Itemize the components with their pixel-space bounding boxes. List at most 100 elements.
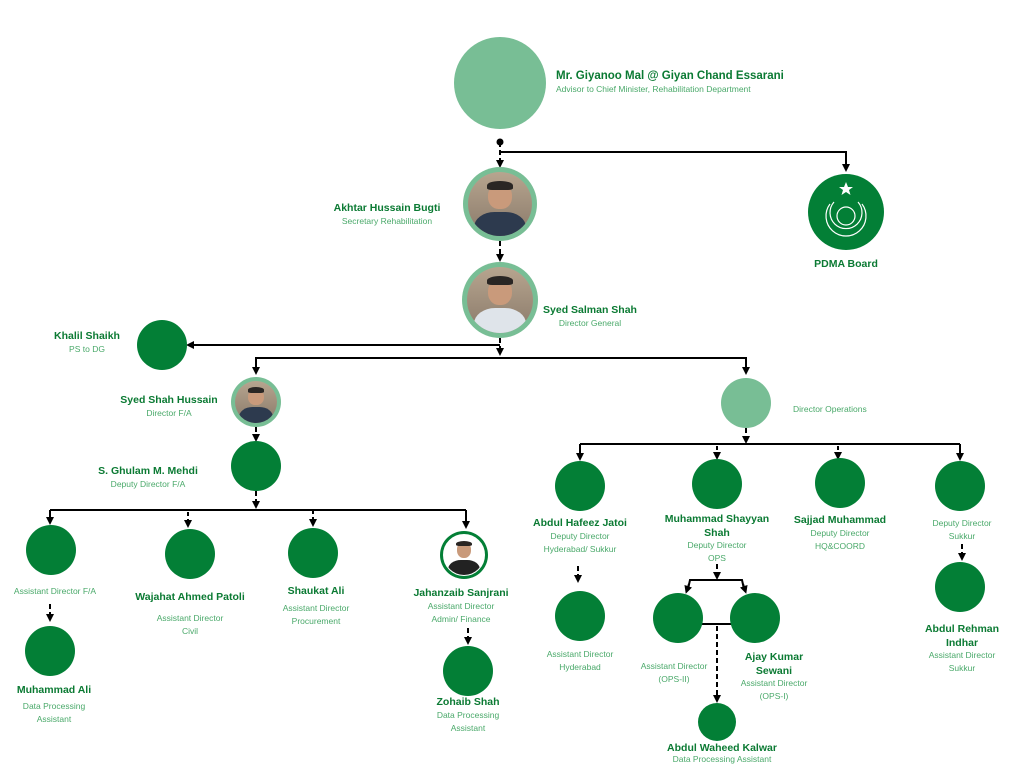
deputy-director-fa-avatar: [231, 441, 281, 491]
dg-name: Syed Salman Shah: [543, 304, 637, 316]
muhammad-ali-label: Muhammad Ali Data Processing Assistant: [17, 684, 91, 726]
hafeez-label: Abdul Hafeez Jatoi Deputy Director Hyder…: [533, 517, 627, 556]
ajay-title: Assistant Director: [740, 678, 808, 688]
zohaib-title: Data Processing: [436, 710, 500, 720]
sajjad-unit: HQ&COORD: [814, 541, 866, 551]
ajay-name-2: Sewani: [755, 665, 793, 677]
dops-label: Director Operations: [793, 403, 867, 416]
dfa-label: Syed Shah Hussain Director F/A: [120, 394, 217, 420]
shaukat-label: Shaukat Ali Assistant Director Procureme…: [283, 585, 350, 628]
adfa-label: Assistant Director F/A: [14, 585, 96, 598]
wajahat-label: Wajahat Ahmed Patoli Assistant Director …: [135, 591, 245, 638]
indhar-region: Sukkur: [948, 663, 976, 673]
secretary-photo: [463, 167, 537, 241]
indhar-name: Abdul Rehman: [924, 623, 1000, 635]
dfa-name: Syed Shah Hussain: [120, 394, 218, 406]
jahanzaib-department: Admin/ Finance: [431, 614, 491, 624]
indhar-title: Assistant Director: [928, 650, 996, 660]
secretary-title: Secretary Rehabilitation: [341, 216, 433, 226]
ajay-unit: (OPS-I): [759, 691, 789, 701]
ddfa-label: S. Ghulam M. Mehdi Deputy Director F/A: [98, 465, 198, 491]
ps-to-dg-avatar: [137, 320, 187, 370]
zohaib-title-2: Assistant: [450, 723, 486, 733]
dd-sukkur-region: Sukkur: [948, 531, 976, 541]
wajahat-department: Civil: [181, 626, 199, 636]
zohaib-name: Zohaib Shah: [436, 696, 500, 708]
indhar-name-2: Indhar: [945, 637, 979, 649]
adfa-title: Assistant Director F/A: [13, 586, 97, 596]
ops-connectors: [574, 428, 966, 703]
sajjad-label: Sajjad Muhammad Deputy Director HQ&COORD: [794, 514, 886, 553]
ajay-label: Ajay Kumar Sewani Assistant Director (OP…: [741, 650, 808, 703]
jahanzaib-label: Jahanzaib Sanjrani Assistant Director Ad…: [413, 587, 508, 626]
shayyan-unit: OPS: [708, 553, 726, 563]
shayyan-title: Deputy Director: [687, 540, 747, 550]
advisor-avatar: [454, 37, 546, 129]
shayyan-name: Muhammad Shayyan: [664, 513, 770, 525]
kalwar-avatar: [698, 703, 736, 741]
hafeez-name: Abdul Hafeez Jatoi: [533, 517, 627, 529]
hafeez-region: Hyderabad/ Sukkur: [543, 544, 617, 554]
ad-hyderabad-title: Assistant Director: [546, 649, 614, 659]
dd-sukkur-avatar: [935, 461, 985, 511]
muhammad-ali-name: Muhammad Ali: [16, 684, 92, 696]
kalwar-label: Abdul Waheed Kalwar Data Processing Assi…: [667, 742, 777, 764]
ajay-name: Ajay Kumar: [744, 651, 804, 663]
hafeez-title: Deputy Director: [550, 531, 610, 541]
sajjad-title: Deputy Director: [810, 528, 870, 538]
director-operations-avatar: [721, 378, 771, 428]
ad-hyderabad-region: Hyderabad: [559, 662, 601, 672]
sajjad-name: Sajjad Muhammad: [793, 514, 887, 526]
ad-ops2-label: Assistant Director (OPS-II): [641, 660, 708, 686]
ad-ops2-avatar: [653, 593, 703, 643]
dg-label: Syed Salman Shah Director General: [543, 304, 637, 330]
ps-label: Khalil Shaikh PS to DG: [54, 330, 120, 356]
fa-connectors: [46, 427, 472, 645]
advisor-name: Mr. Giyanoo Mal @ Giyan Chand Essarani: [556, 70, 784, 82]
dops-title: Director Operations: [793, 404, 867, 414]
shayyan-avatar: [692, 459, 742, 509]
pdma-label: PDMA Board: [814, 258, 878, 271]
wajahat-title: Assistant Director: [156, 613, 224, 623]
shayyan-name-2: Shah: [704, 527, 730, 539]
ad-ops2-unit: (OPS-II): [658, 674, 690, 684]
shaukat-department: Procurement: [291, 616, 341, 626]
shaukat-title: Assistant Director: [282, 603, 350, 613]
ad-hyderabad-avatar: [555, 591, 605, 641]
secretary-label: Akhtar Hussain Bugti Secretary Rehabilit…: [334, 202, 441, 228]
assistant-director-fa-avatar: [26, 525, 76, 575]
secretary-name: Akhtar Hussain Bugti: [333, 202, 441, 214]
kalwar-title: Data Processing Assistant: [672, 754, 772, 764]
wajahat-name: Wajahat Ahmed Patoli: [135, 591, 245, 603]
sajjad-avatar: [815, 458, 865, 508]
dg-connectors: [186, 338, 750, 375]
dfa-title: Director F/A: [146, 408, 192, 418]
muhammad-ali-title-2: Assistant: [36, 714, 72, 724]
ajay-avatar: [730, 593, 780, 643]
shayyan-label: Muhammad Shayyan Shah Deputy Director OP…: [665, 512, 769, 565]
muhammad-ali-title: Data Processing: [22, 701, 86, 711]
zohaib-avatar: [443, 646, 493, 696]
ddfa-name: S. Ghulam M. Mehdi: [98, 465, 198, 477]
top-connectors: [496, 138, 850, 262]
ddfa-title: Deputy Director F/A: [110, 479, 186, 489]
ad-hyderabad-label: Assistant Director Hyderabad: [547, 648, 614, 674]
jahanzaib-name: Jahanzaib Sanjrani: [413, 587, 509, 599]
dd-sukkur-title: Deputy Director: [932, 518, 992, 528]
ps-title: PS to DG: [69, 344, 105, 354]
jahanzaib-title: Assistant Director: [427, 601, 495, 611]
advisor-label: Mr. Giyanoo Mal @ Giyan Chand Essarani A…: [556, 70, 784, 96]
indhar-avatar: [935, 562, 985, 612]
director-general-photo: [462, 262, 538, 338]
shaukat-name: Shaukat Ali: [287, 585, 345, 597]
pdma-board-logo: [808, 174, 884, 250]
jahanzaib-photo: [440, 531, 488, 579]
shaukat-avatar: [288, 528, 338, 578]
indhar-label: Abdul Rehman Indhar Assistant Director S…: [925, 622, 999, 675]
zohaib-label: Zohaib Shah Data Processing Assistant: [437, 696, 500, 735]
director-fa-photo: [231, 377, 281, 427]
wajahat-avatar: [165, 529, 215, 579]
muhammad-ali-avatar: [25, 626, 75, 676]
dd-sukkur-label: Deputy Director Sukkur: [932, 517, 991, 543]
